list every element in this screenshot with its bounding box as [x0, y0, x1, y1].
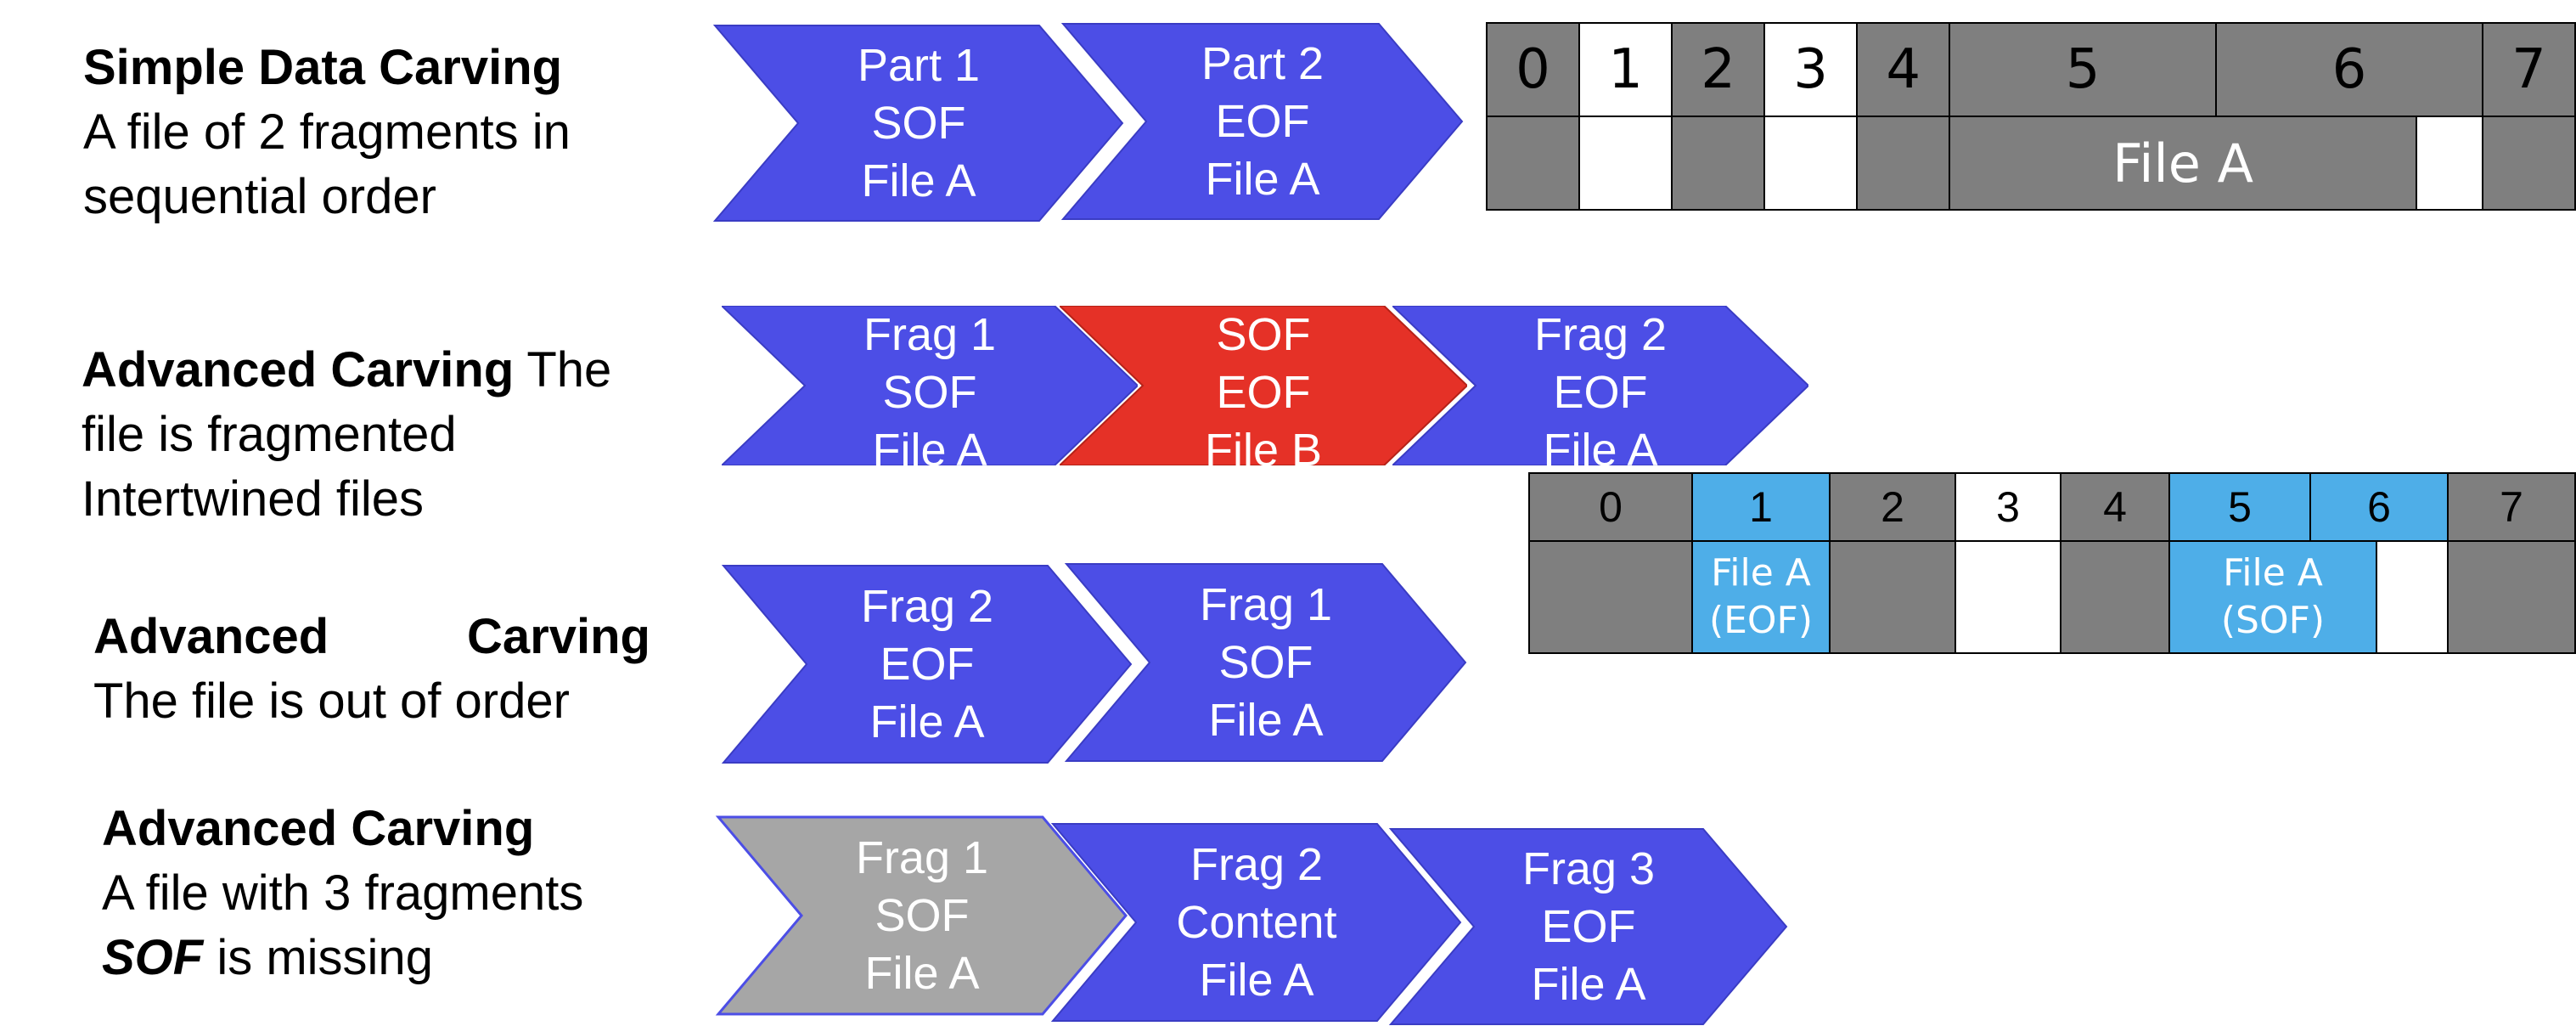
chevron-frag2-content-file-a: Frag 2 Content File A: [1050, 823, 1462, 1022]
disk-block-number: 4: [2060, 472, 2170, 542]
disk-block: [1856, 116, 1951, 211]
disk-block-number: 2: [1829, 472, 1956, 542]
row-missing-sof-emphasis: SOF: [102, 930, 204, 985]
disk-block-number: 4: [1856, 22, 1951, 117]
row-out-of-order-title-word1: Advanced: [93, 609, 329, 664]
disk-block: [1763, 116, 1859, 211]
disk-map-fragmented: 0 1 2 3 4 5 6 7 File A (EOF) File A (SOF…: [1528, 472, 2576, 654]
row-simple-line2: A file of 2 fragments in: [83, 104, 571, 160]
disk-block-number: 0: [1528, 472, 1693, 542]
chevron-sof-eof-file-b: SOF EOF File B: [1060, 306, 1467, 465]
chevron-frag1-sof-file-a-missing: Frag 1 SOF File A: [715, 815, 1128, 1016]
chevron-frag2-eof-file-a: Frag 2 EOF File A: [1392, 306, 1808, 465]
disk-block: [1528, 540, 1693, 654]
row-out-of-order-line2: The file is out of order: [93, 674, 570, 729]
row-intertwined-line3: Intertwined files: [82, 471, 424, 527]
disk-block-number: 5: [2168, 472, 2311, 542]
disk-file-a-fragment: File A: [1949, 116, 2483, 211]
row-intertwined-description: Advanced Carving The file is fragmented …: [82, 338, 676, 532]
disk-block: [1578, 116, 1673, 211]
disk-block-number: 3: [1954, 472, 2061, 542]
disk-block-contents-row: File A (EOF) File A (SOF): [1528, 540, 2576, 654]
row-simple-title: Simple Data Carving: [83, 40, 563, 95]
row-out-of-order-title-word2: Carving: [467, 609, 650, 664]
disk-block-number: 6: [2309, 472, 2449, 542]
disk-block-number: 1: [1691, 472, 1831, 542]
disk-block-numbers-row: 0 1 2 3 4 5 6 7: [1528, 472, 2576, 542]
disk-block: [2481, 116, 2576, 211]
disk-block: [1954, 540, 2061, 654]
row-out-of-order-description: Advanced Carving The file is out of orde…: [93, 605, 650, 734]
disk-map-sequential: 0 1 2 3 4 5 6 7 File A: [1485, 22, 2576, 211]
disk-file-a-eof-fragment: File A (EOF): [1691, 540, 1831, 654]
chevron-frag3-eof-file-a: Frag 3 EOF File A: [1388, 828, 1788, 1025]
disk-block-number: 6: [2215, 22, 2483, 117]
disk-block-number: 1: [1578, 22, 1673, 117]
row-intertwined-line2: file is fragmented: [82, 407, 457, 462]
chevron-frag1-sof-file-a: Frag 1 SOF File A: [722, 306, 1138, 465]
disk-block-number: 7: [2481, 22, 2576, 117]
disk-block: [1485, 116, 1581, 211]
disk-block: [2060, 540, 2170, 654]
chevron-part2-eof-file-a: Part 2 EOF File A: [1060, 23, 1464, 220]
disk-block-number: 5: [1949, 22, 2218, 117]
disk-block: [1829, 540, 1956, 654]
disk-block-contents-row: File A: [1485, 116, 2576, 211]
disk-block-number: 7: [2447, 472, 2576, 542]
disk-block-numbers-row: 0 1 2 3 4 5 6 7: [1485, 22, 2576, 117]
chevron-frag2-eof-file-a-first: Frag 2 EOF File A: [721, 565, 1133, 764]
disk-block-number: 0: [1485, 22, 1581, 117]
row-simple-description: Simple Data Carving A file of 2 fragment…: [83, 36, 644, 229]
disk-block: [2447, 540, 2576, 654]
chevron-part1-sof-file-a: Part 1 SOF File A: [712, 25, 1124, 222]
disk-block: [1671, 116, 1766, 211]
disk-block-number: 2: [1671, 22, 1766, 117]
chevron-frag1-sof-file-a-second: Frag 1 SOF File A: [1064, 563, 1467, 762]
row-intertwined-title: Advanced Carving: [82, 342, 515, 397]
row-simple-line3: sequential order: [83, 169, 436, 224]
row-missing-title: Advanced Carving: [102, 801, 535, 856]
row-missing-line2: A file with 3 fragments: [102, 865, 584, 921]
row-missing-description: Advanced Carving A file with 3 fragments…: [102, 797, 662, 990]
disk-file-a-sof-fragment: File A (SOF): [2168, 540, 2449, 654]
disk-block-number: 3: [1763, 22, 1859, 117]
